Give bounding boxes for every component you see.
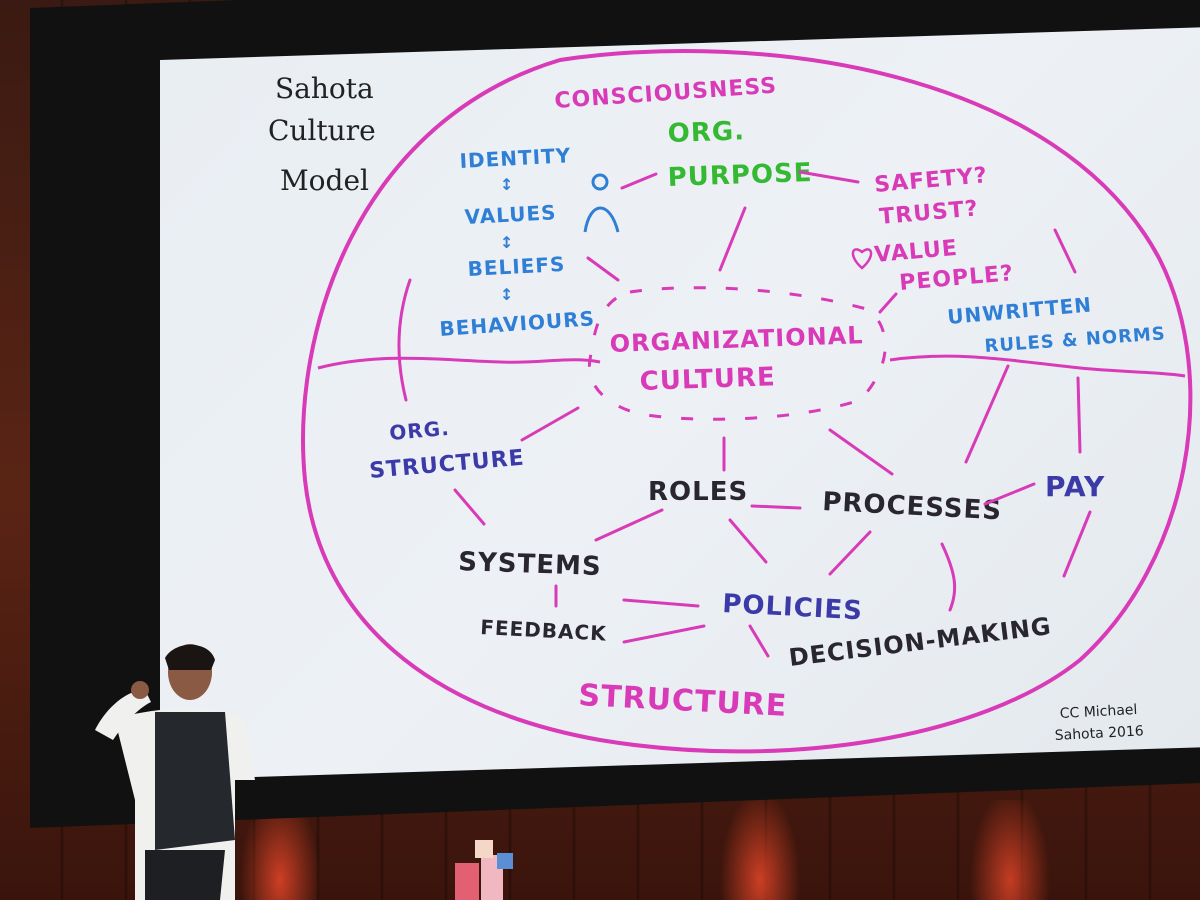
- arrow-people-culture: [878, 292, 898, 314]
- arrow-person-purpose: [620, 172, 658, 190]
- beliefs-behaviours-link: ↕: [500, 285, 514, 304]
- processes-label: PROCESSES: [822, 487, 1003, 526]
- feedback-label: FEEDBACK: [480, 615, 608, 646]
- arrow-processes-decision: [940, 542, 957, 612]
- behaviours-label: BEHAVIOURS: [439, 306, 596, 341]
- credit-line-1: CC Michael: [1059, 702, 1137, 722]
- systems-label: SYSTEMS: [458, 547, 602, 582]
- pay-label: PAY: [1045, 470, 1105, 503]
- unwritten-line-2: RULES & NORMS: [984, 323, 1167, 357]
- arrow-unwritten-processes: [964, 364, 1010, 464]
- arrow-purpose-culture: [718, 206, 747, 272]
- values-beliefs-link: ↕: [500, 233, 514, 252]
- roles-label: ROLES: [648, 477, 748, 507]
- safety-label: SAFETY?: [873, 163, 988, 198]
- culture-line-1: ORGANIZATIONAL: [609, 321, 864, 358]
- arrow-roles-systems: [594, 508, 664, 542]
- title-line-1: Sahota: [275, 72, 374, 105]
- policies-label: POLICIES: [722, 589, 864, 626]
- value-people-line-2: PEOPLE?: [898, 261, 1015, 296]
- value-people-line-1: VALUE: [873, 236, 959, 268]
- org-purpose-line-1: ORG.: [667, 116, 745, 149]
- arrow-value-loop: [1053, 228, 1077, 274]
- toy-blocks: [455, 840, 513, 900]
- identity-label: IDENTITY: [459, 143, 572, 173]
- structure-label: STRUCTURE: [578, 678, 789, 724]
- org-structure-line-1: ORG.: [388, 416, 450, 445]
- arrow-purpose-safety: [798, 170, 860, 184]
- presenter: [95, 644, 255, 900]
- waterline: [317, 354, 1186, 378]
- culture-line-2: CULTURE: [639, 362, 776, 397]
- arrow-processes-pay: [983, 482, 1036, 506]
- org-purpose-line-2: PURPOSE: [667, 158, 813, 193]
- arrow-culture-orgstructure: [520, 406, 580, 442]
- identity-values-link: ↕: [500, 175, 514, 194]
- arrow-unwritten-pay: [1076, 376, 1082, 454]
- arrow-orgstructure-systems: [453, 488, 486, 526]
- arrow-policies-decision: [748, 624, 770, 658]
- consciousness-label: CONSCIOUSNESS: [554, 73, 778, 113]
- beliefs-label: BELIEFS: [467, 252, 566, 281]
- arrow-consciousness-structure: [397, 278, 412, 402]
- culture-cloud: [587, 286, 887, 421]
- arrow-roles-processes: [750, 504, 802, 510]
- title-line-2: Culture: [268, 114, 376, 147]
- relationship-arrows: [397, 170, 1092, 658]
- person-icon: [583, 173, 620, 233]
- arrow-roles-policies: [728, 518, 768, 564]
- arrow-culture-processes: [828, 428, 894, 476]
- unwritten-line-1: UNWRITTEN: [946, 292, 1093, 329]
- arrow-systems-policies: [622, 598, 700, 608]
- title-line-3: Model: [280, 164, 369, 197]
- arrow-feedback-policies: [622, 624, 706, 644]
- org-structure-line-2: STRUCTURE: [368, 446, 525, 484]
- culture-circle: [301, 49, 1193, 754]
- values-label: VALUES: [464, 200, 557, 229]
- trust-label: TRUST?: [878, 196, 979, 230]
- heart-icon: [851, 248, 873, 270]
- arrow-pay-decision: [1062, 510, 1092, 578]
- arrow-processes-policies: [828, 530, 872, 576]
- arrow-beliefs-culture: [586, 256, 620, 282]
- credit-line-2: Sahota 2016: [1054, 723, 1144, 744]
